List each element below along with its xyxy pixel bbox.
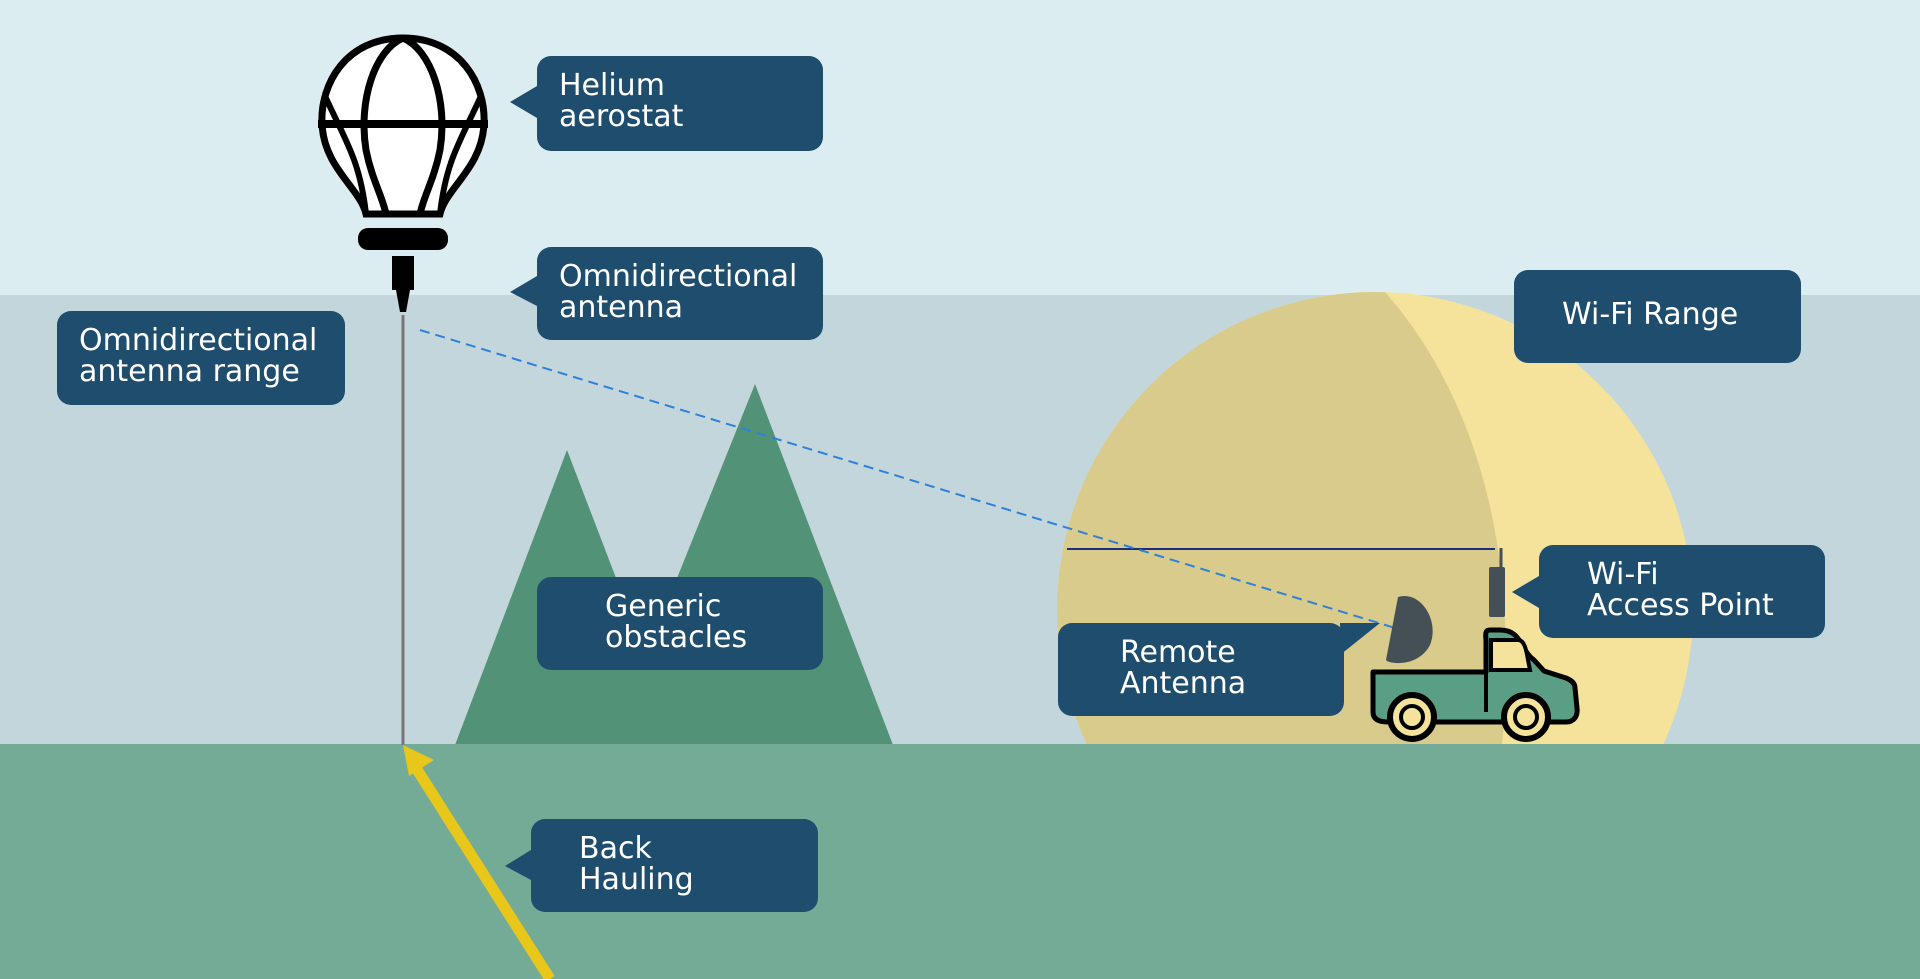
- callout-tail-omni-antenna: [510, 276, 537, 306]
- label-line: Remote: [1120, 635, 1236, 670]
- label-line: Generic: [605, 589, 722, 624]
- wireless-link-line: [419, 329, 1396, 629]
- callout-omni-antenna: Omnidirectional antenna: [537, 247, 823, 340]
- label-line: Hauling: [579, 862, 694, 897]
- callout-omni-range: Omnidirectional antenna range: [57, 311, 345, 405]
- label-line: Access Point: [1587, 588, 1774, 623]
- satellite-dish-icon: [1386, 595, 1433, 664]
- hot-air-balloon-icon: [318, 34, 488, 312]
- callout-tail-helium: [510, 86, 537, 118]
- callout-back-hauling: Back Hauling: [531, 819, 818, 912]
- label-line: Omnidirectional: [559, 259, 798, 294]
- callout-tail-back-hauling: [505, 850, 531, 880]
- back-hauling-arrow: [403, 745, 555, 979]
- label-line: Wi-Fi: [1587, 557, 1659, 592]
- callout-tail-access-point: [1512, 576, 1539, 608]
- callout-wifi-range: Wi-Fi Range: [1514, 270, 1801, 363]
- label-line: Back: [579, 831, 652, 866]
- label-line: obstacles: [605, 620, 748, 655]
- callout-tail-remote-antenna: [1340, 623, 1380, 655]
- label-line: Antenna: [1120, 666, 1247, 701]
- antenna-icon: [1489, 548, 1505, 617]
- callout-helium-aerostat: Helium aerostat: [537, 56, 823, 151]
- label-line: antenna range: [79, 354, 300, 389]
- callout-generic-obstacles: Generic obstacles: [537, 577, 823, 670]
- label-line: Omnidirectional: [79, 323, 318, 358]
- label-line: antenna: [559, 290, 684, 325]
- label-line: Helium: [559, 68, 665, 103]
- ground: [0, 744, 1920, 979]
- label-line: aerostat: [559, 99, 684, 134]
- pickup-truck-icon: [1370, 627, 1580, 742]
- label-line: Wi-Fi Range: [1562, 297, 1739, 332]
- callout-remote-antenna: Remote Antenna: [1058, 623, 1344, 716]
- callout-wifi-access-point: Wi-Fi Access Point: [1539, 545, 1825, 638]
